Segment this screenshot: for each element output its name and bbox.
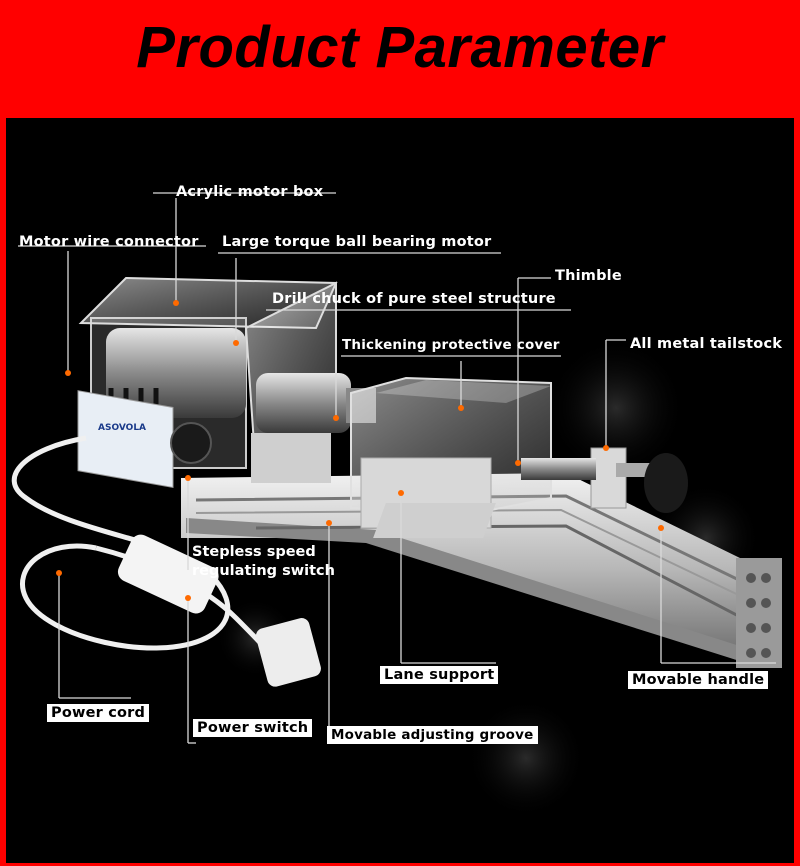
- label-stepless-speed: Stepless speed regulating switch: [192, 543, 335, 581]
- label-thimble: Thimble: [555, 268, 622, 284]
- tailstock-block: [590, 447, 627, 509]
- tailstock-spindle: [521, 458, 596, 480]
- pointer-dot: [185, 595, 191, 601]
- motor-label-plate: [77, 390, 174, 489]
- tailstock-base: [373, 503, 496, 538]
- label-movable-groove: Movable adjusting groove: [327, 726, 538, 744]
- headstock-mount: [251, 433, 331, 483]
- rail-groove: [195, 508, 777, 614]
- rail-groove: [195, 494, 777, 600]
- label-stepless-speed-line1: Stepless speed: [192, 544, 316, 560]
- pointer-dot: [326, 520, 332, 526]
- pointer-dot: [173, 300, 179, 306]
- handle-knob: [644, 453, 688, 513]
- device-badge: ASOVOLA: [98, 423, 146, 433]
- pointer-dot: [398, 490, 404, 496]
- label-stepless-speed-line2: regulating switch: [192, 563, 335, 579]
- label-power-switch: Power switch: [193, 719, 313, 737]
- label-movable-handle: Movable handle: [628, 671, 769, 689]
- inline-switch: [117, 534, 219, 614]
- label-acrylic-motor-box: Acrylic motor box: [176, 184, 324, 200]
- page-title: Product Parameter: [136, 15, 664, 80]
- pointer-dot: [458, 405, 464, 411]
- drill-chuck: [256, 373, 351, 433]
- label-large-torque-motor: Large torque ball bearing motor: [222, 234, 492, 250]
- lathe-illustration: ASOVOLA: [11, 192, 782, 818]
- speed-knob: [170, 422, 212, 464]
- bokeh-light: [466, 698, 586, 818]
- label-lane-support: Lane support: [380, 666, 499, 684]
- rail-end-cap: [736, 558, 782, 668]
- rail-groove: [255, 524, 772, 635]
- pointer-dot: [65, 370, 71, 376]
- pointer-dot: [56, 570, 62, 576]
- label-motor-wire-connector: Motor wire connector: [19, 234, 199, 250]
- product-diagram-panel: ASOVOLA: [6, 118, 794, 863]
- pointer-dot: [658, 525, 664, 531]
- pointer-dot: [333, 415, 339, 421]
- pointer-dot: [233, 340, 239, 346]
- label-metal-tailstock: All metal tailstock: [630, 336, 783, 352]
- power-cord-cable: [11, 435, 231, 651]
- label-thickening-cover: Thickening protective cover: [342, 337, 560, 353]
- pointer-dot: [185, 475, 191, 481]
- rail-front-face: [186, 518, 746, 663]
- power-plug: [255, 618, 321, 687]
- label-power-cord: Power cord: [47, 704, 150, 722]
- pointer-dot: [603, 445, 609, 451]
- pointer-dot: [515, 460, 521, 466]
- bokeh-light: [546, 338, 686, 478]
- label-drill-chuck: Drill chuck of pure steel structure: [272, 291, 556, 307]
- cover-top: [376, 380, 551, 403]
